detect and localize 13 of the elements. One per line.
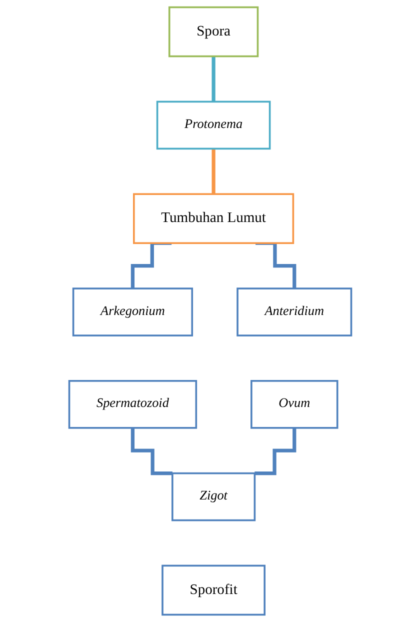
node-box: Ovum — [250, 380, 338, 429]
node-box: Zigot — [171, 472, 256, 522]
node-box: Arkegonium — [72, 288, 193, 336]
node-box: Sporofit — [161, 564, 266, 616]
node-box: Spermatozoid — [68, 380, 197, 429]
node-box: Protonema — [156, 100, 270, 150]
connector — [130, 426, 172, 476]
connector — [211, 146, 216, 196]
node-box: Spora — [168, 6, 258, 58]
connector — [254, 426, 296, 476]
node-box: Anteridium — [236, 288, 352, 336]
connector — [211, 54, 216, 104]
node-box: Tumbuhan Lumut — [132, 193, 294, 244]
